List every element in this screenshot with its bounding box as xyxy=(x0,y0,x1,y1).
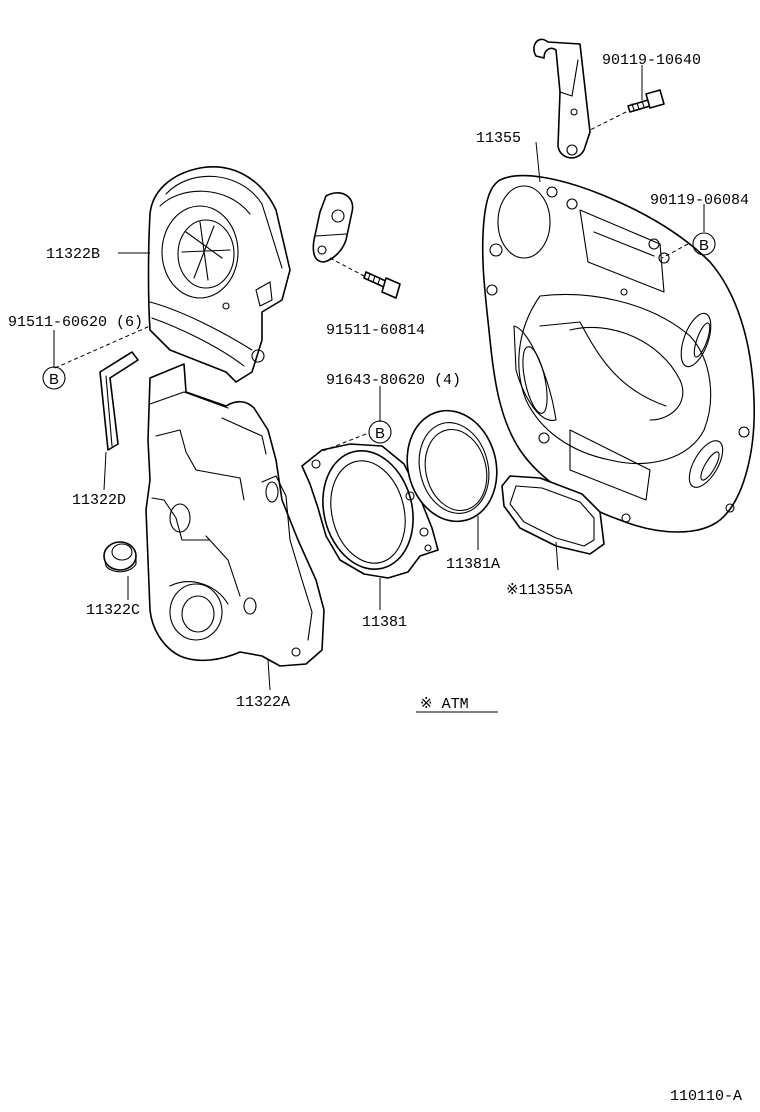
gasket-11355A xyxy=(501,475,605,555)
rear-end-plate-11355 xyxy=(481,174,756,533)
callout-b-left: B xyxy=(42,366,66,390)
seal-strip-11322D xyxy=(99,351,139,451)
label-atm-note: ※ ATM xyxy=(420,696,469,713)
label-11322A: 11322A xyxy=(236,694,290,711)
label-figure-id: 110110-A xyxy=(670,1088,742,1105)
leader-lines xyxy=(53,65,705,713)
bolt-91511-60814 xyxy=(363,271,401,299)
bolt-90119-10640 xyxy=(627,89,665,113)
label-90119-06084: 90119-06084 xyxy=(650,192,749,209)
callout-b-right: B xyxy=(692,232,716,256)
label-11381: 11381 xyxy=(362,614,407,631)
timing-belt-cover-upper-11322B xyxy=(147,166,291,383)
label-11355: 11355 xyxy=(476,130,521,147)
label-91511-60620: 91511-60620 (6) xyxy=(8,314,143,331)
oil-seal-retainer-11381 xyxy=(301,443,439,579)
timing-belt-cover-lower-11322A xyxy=(145,363,325,667)
label-11381A: 11381A xyxy=(446,556,500,573)
label-11322B: 11322B xyxy=(46,246,100,263)
label-91643-80620: 91643-80620 (4) xyxy=(326,372,461,389)
plug-11322C xyxy=(103,541,137,573)
callout-b-right-text: B xyxy=(699,237,709,254)
label-11355A: ※11355A xyxy=(506,582,573,599)
label-11322D: 11322D xyxy=(72,492,126,509)
label-11322C: 11322C xyxy=(86,602,140,619)
label-90119-10640: 90119-10640 xyxy=(602,52,701,69)
callout-b-mid: B xyxy=(368,420,392,444)
callout-b-left-text: B xyxy=(49,371,59,388)
oil-seal-11381A xyxy=(406,409,498,523)
callout-b-mid-text: B xyxy=(375,425,385,442)
label-91511-60814: 91511-60814 xyxy=(326,322,425,339)
small-bracket xyxy=(312,192,354,263)
hook-bracket xyxy=(533,38,591,159)
